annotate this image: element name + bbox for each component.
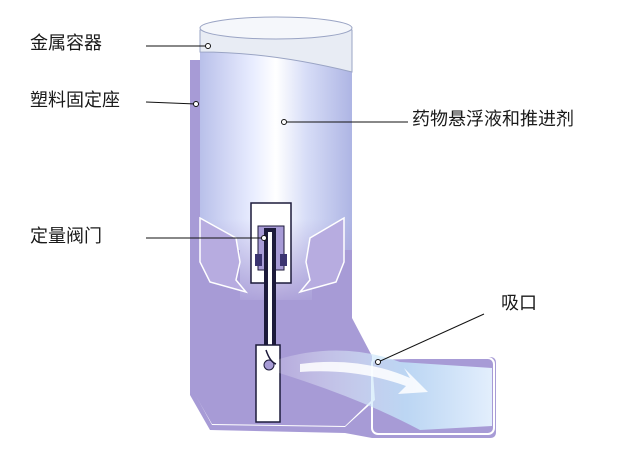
dot-mouth [375,359,381,365]
leader-plastic [145,101,197,105]
valve-clip-right [280,254,287,266]
spray-arrow-icon [300,361,428,394]
label-metering-valve: 定量阀门 [30,226,102,247]
canister-top-ellipse [199,16,353,40]
valve-stem-core [268,232,272,356]
valve-seat-right [297,216,345,294]
label-drug-suspension: 药物悬浮液和推进剂 [412,109,574,130]
nozzle-bend [265,349,277,365]
valve-seat-left [199,216,249,294]
nozzle-orifice [263,359,275,371]
nozzle-block [255,344,281,423]
dot-metal [205,43,211,49]
label-mouthpiece: 吸口 [501,293,537,314]
label-plastic-holder: 塑料固定座 [30,90,120,111]
leader-mouth [377,313,485,363]
dot-valve [261,235,267,241]
leader-dots [193,43,381,365]
dot-drug [281,119,287,125]
dot-plastic [193,101,199,107]
valve-clip-left [255,254,262,266]
leader-lines [145,45,485,363]
label-metal-container: 金属容器 [30,33,102,54]
canister-fade [200,30,352,300]
